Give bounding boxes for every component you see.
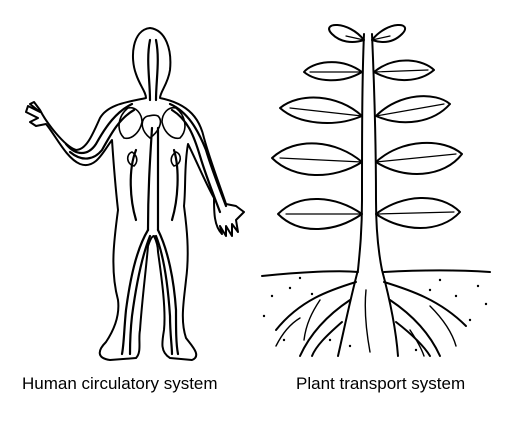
- leaf-3-left: [279, 96, 363, 124]
- vessel-arm-right: [168, 102, 228, 208]
- kidney-right-icon: [170, 151, 182, 167]
- root-branch-left: [275, 281, 357, 357]
- vessel-neck: [147, 38, 152, 102]
- vessel-leg-right: [156, 228, 180, 356]
- leaf-3-right: [375, 95, 451, 124]
- leaf-top-right: [371, 23, 406, 43]
- vessel-arm-left-2: [68, 108, 136, 160]
- leaf-4-right: [375, 141, 463, 175]
- root-main: [337, 269, 399, 357]
- caption-plant-transport-system: Plant transport system: [296, 374, 466, 393]
- leaf-5-right: [375, 197, 461, 229]
- vessel-torso-left: [129, 148, 138, 222]
- soil-dots: [262, 276, 488, 352]
- vessel-leg-left-2: [128, 234, 152, 356]
- leaf-2-left: [303, 61, 363, 82]
- human-body-outline: [25, 27, 245, 361]
- caption-human-circulatory-system: Human circulatory system: [22, 374, 218, 393]
- heart-icon: [141, 114, 162, 140]
- vessel-arm-left: [64, 102, 134, 155]
- root-branch-right: [383, 281, 467, 357]
- leaf-top-left: [328, 23, 365, 43]
- vessel-neck-2: [154, 38, 159, 102]
- vessel-leg-left: [120, 228, 150, 356]
- lung-left-icon: [118, 106, 143, 140]
- root-fine: [275, 289, 457, 357]
- vessel-leg-right-2: [154, 234, 174, 356]
- soil-line: [261, 269, 491, 277]
- leaf-2-right: [373, 59, 435, 82]
- leaf-5-left: [277, 198, 363, 230]
- vessel-aorta: [146, 126, 154, 232]
- kidney-left-icon: [126, 151, 138, 167]
- lung-right-icon: [161, 106, 186, 140]
- leaf-4-left: [271, 142, 363, 177]
- vessel-torso-right: [170, 148, 179, 222]
